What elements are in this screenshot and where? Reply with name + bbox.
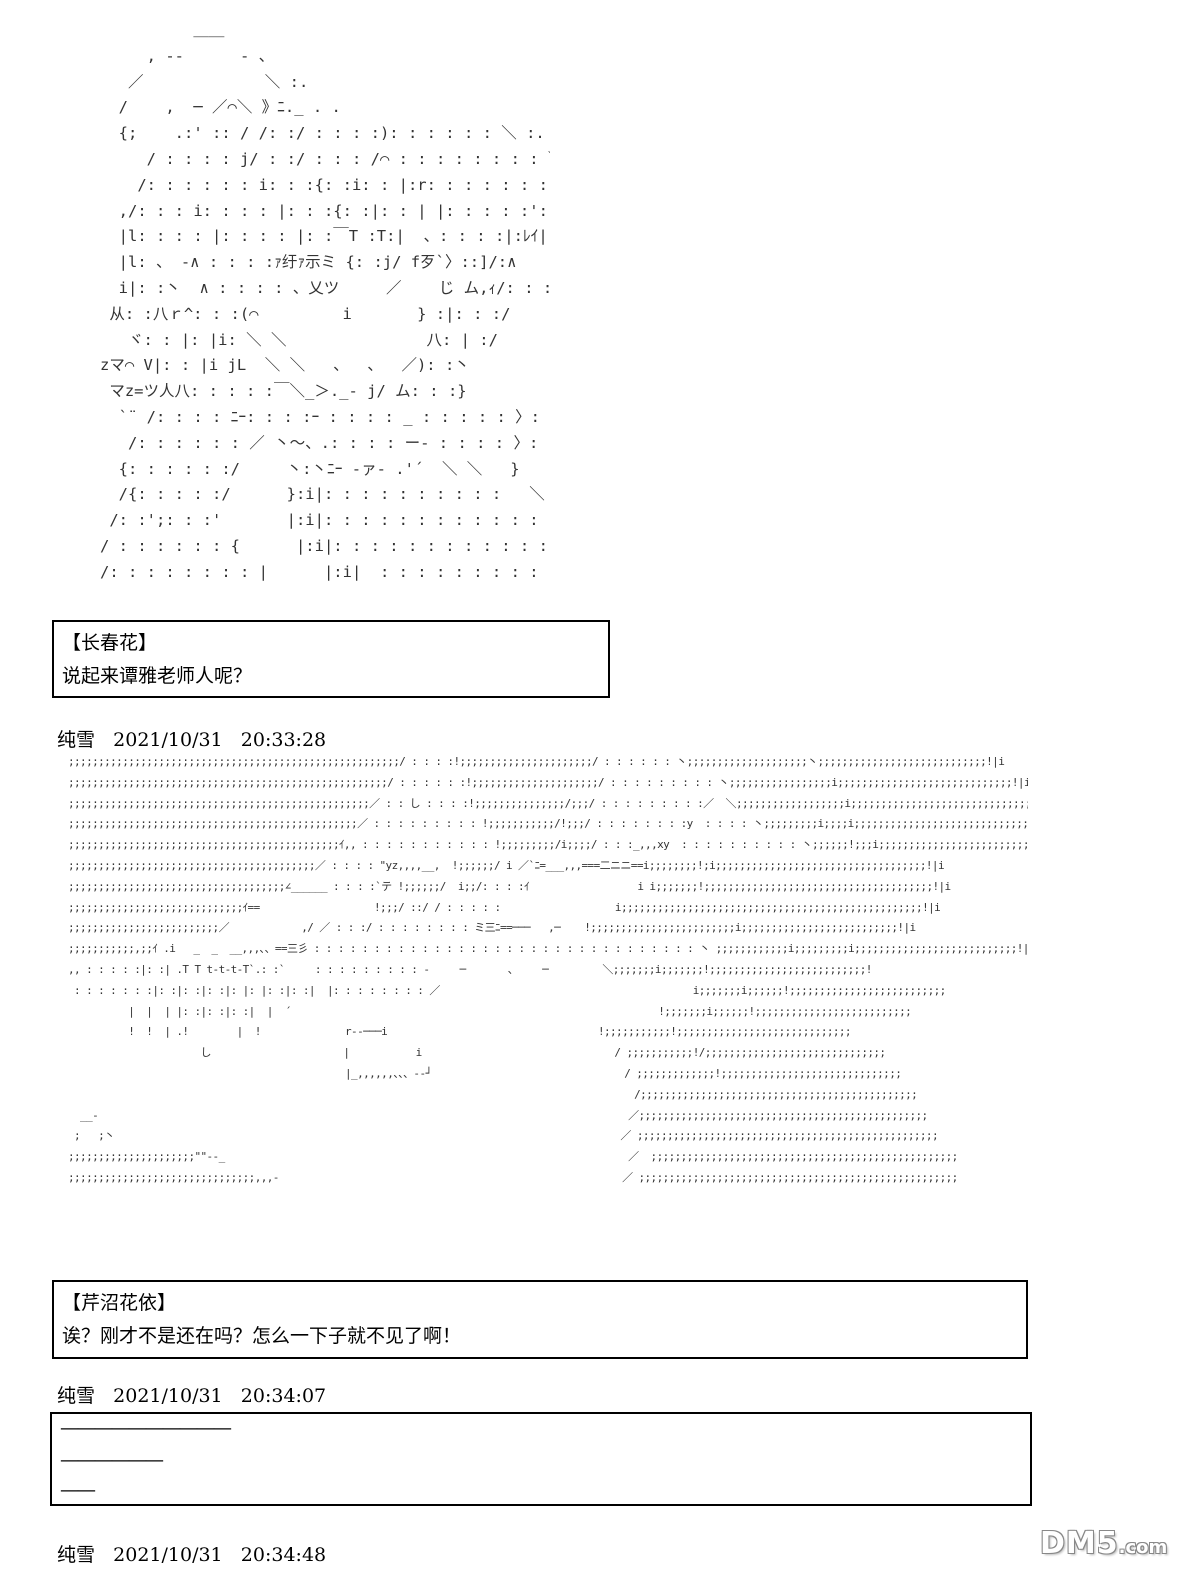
watermark-brand: DM5 xyxy=(1040,1526,1119,1561)
dialogue-box-dashes: —————————— —————— —— xyxy=(50,1412,1032,1506)
post-meta: 纯雪 2021/10/31 20:33:28 xyxy=(57,728,326,752)
post-time: 20:34:48 xyxy=(240,1544,327,1566)
watermark-suffix: .com xyxy=(1118,1537,1168,1558)
dash-line-short: —— xyxy=(60,1479,96,1501)
post-time: 20:34:07 xyxy=(240,1385,327,1407)
ascii-art-scene: ;;;;;;;;;;;;;;;;;;;;;;;;;;;;;;;;;;;;;;;;… xyxy=(68,755,1028,1184)
post-date: 2021/10/31 xyxy=(113,1544,223,1566)
post-meta: 纯雪 2021/10/31 20:34:48 xyxy=(57,1543,326,1567)
dialogue-box-changchunhua: 【长春花】 说起来谭雅老师人呢？ xyxy=(52,620,610,698)
ascii-art-character-portrait: ＿＿ , -‐ ‐ 、 ／ ＼ :. / , ─ ／⌒＼ 》ﾆ._ . . {;… xyxy=(100,21,550,581)
speaker-name: 【芹沼花依】 xyxy=(62,1292,177,1314)
dialogue-box-serizawa: 【芹沼花依】 诶？刚才不是还在吗？怎么一下子就不见了啊！ xyxy=(52,1280,1028,1359)
dm5-watermark-logo: DM5.com xyxy=(1040,1522,1190,1566)
dash-line-medium: —————— xyxy=(60,1449,164,1471)
post-date: 2021/10/31 xyxy=(113,729,223,751)
post-meta: 纯雪 2021/10/31 20:34:07 xyxy=(57,1384,326,1408)
dash-line-long: —————————— xyxy=(60,1417,232,1439)
post-author: 纯雪 xyxy=(57,1544,96,1566)
dialogue-text: 说起来谭雅老师人呢？ xyxy=(62,665,253,687)
dialogue-text: 诶？刚才不是还在吗？怎么一下子就不见了啊！ xyxy=(62,1325,462,1347)
speaker-name: 【长春花】 xyxy=(62,632,158,654)
post-author: 纯雪 xyxy=(57,729,96,751)
post-date: 2021/10/31 xyxy=(113,1385,223,1407)
post-time: 20:33:28 xyxy=(240,729,327,751)
post-author: 纯雪 xyxy=(57,1385,96,1407)
